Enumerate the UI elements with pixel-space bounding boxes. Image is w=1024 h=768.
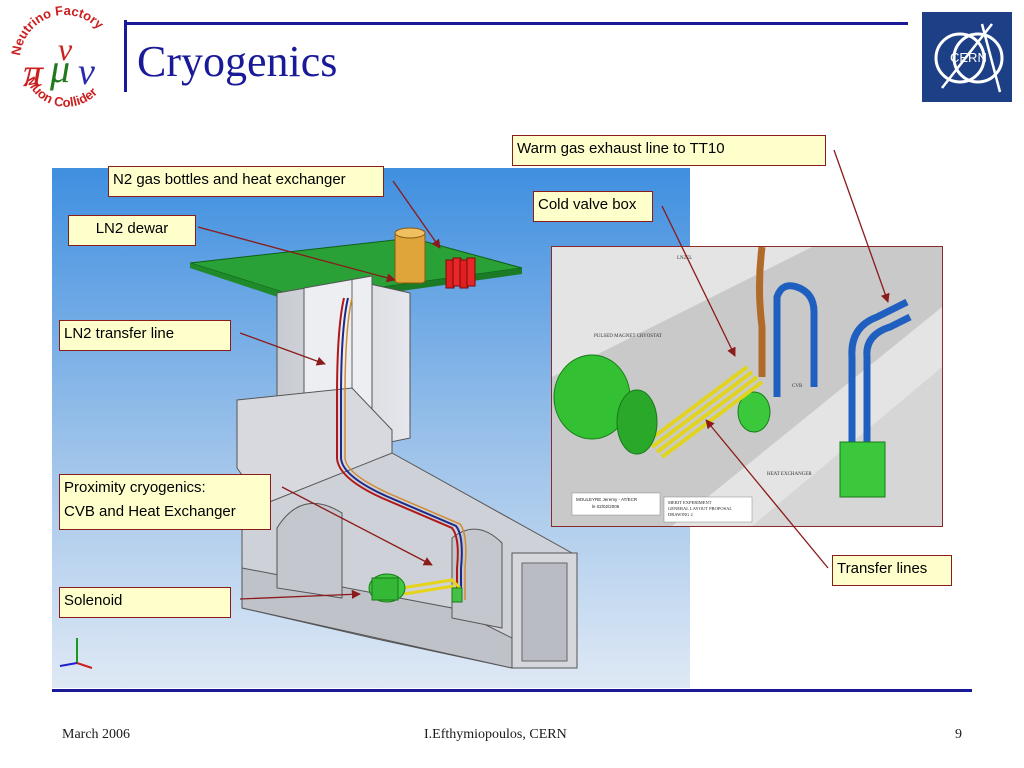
footer-author: I.Efthymiopoulos, CERN — [424, 727, 567, 742]
inset-drawing-line3: DRAWING 2 — [668, 512, 693, 517]
callout-proximity-line1: Proximity cryogenics: — [64, 479, 206, 496]
footer-page-number: 9 — [955, 727, 962, 742]
inset-label-pulsed-magnet: PULSED MAGNET CRYOSTAT — [594, 334, 662, 339]
title-vertical-rule — [124, 20, 127, 92]
title-horizontal-rule — [124, 22, 908, 25]
layout-drawing-inset: LN2EL PULSED MAGNET CRYOSTAT CVB HEAT EX… — [551, 246, 943, 527]
neutrino-factory-logo: Neutrino Factory Muon Collider π μ ν ν — [10, 3, 107, 110]
svg-text:ν: ν — [78, 51, 95, 93]
callout-n2-gas-bottles: N2 gas bottles and heat exchanger — [108, 166, 384, 197]
inset-label-heat-exchanger: HEAT EXCHANGER — [767, 472, 812, 477]
cern-logo-text: CERN — [950, 50, 987, 65]
inset-label-lnel: LN2EL — [677, 256, 692, 261]
page-title: Cryogenics — [137, 37, 338, 86]
callout-cold-valve-box: Cold valve box — [533, 191, 653, 222]
callout-proximity-cryogenics: Proximity cryogenics: CVB and Heat Excha… — [59, 474, 271, 530]
cern-logo: CERN — [922, 12, 1012, 102]
inset-label-cvb: CVB — [792, 384, 803, 389]
bottom-rule — [52, 689, 972, 692]
svg-text:μ: μ — [49, 46, 70, 91]
inset-drawing-line2: GENERAL LAYOUT PROPOSAL — [668, 506, 732, 511]
callout-warm-gas-exhaust: Warm gas exhaust line to TT10 — [512, 135, 826, 166]
callout-proximity-line2: CVB and Heat Exchanger — [64, 503, 236, 520]
callout-ln2-dewar: LN2 dewar — [68, 215, 196, 246]
svg-text:ν: ν — [58, 31, 73, 67]
callout-transfer-lines: Transfer lines — [832, 555, 952, 586]
inset-drawing-line1: MERIT EXPERIMENT — [668, 500, 712, 505]
callout-ln2-transfer-line: LN2 transfer line — [59, 320, 231, 351]
footer-date: March 2006 — [62, 727, 131, 742]
svg-text:π: π — [23, 50, 44, 95]
inset-author-line2: le 02/02/2006 — [592, 504, 620, 509]
inset-author-line1: MOULEYRE Jeremy - AT/ECR — [576, 497, 638, 502]
callout-solenoid: Solenoid — [59, 587, 231, 618]
